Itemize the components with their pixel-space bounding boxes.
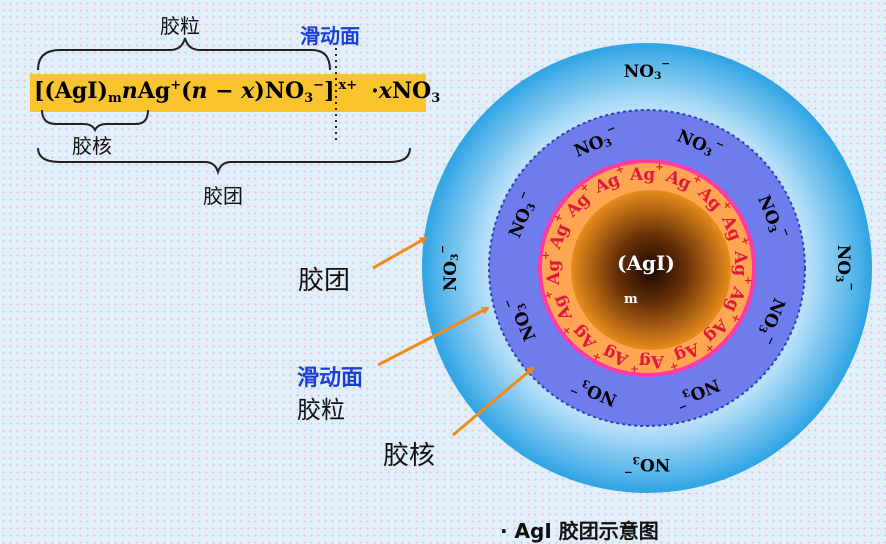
ag-ion: Ag+ [731,250,755,285]
ag-ion: Ag+ [630,352,665,376]
no3-ion: NO3− [624,454,671,478]
label-colloid-particle-top: 胶粒 [160,14,200,38]
label-micelle-side: 胶团 [298,266,351,296]
ag-ion: Ag+ [629,161,664,185]
no3-ion: NO3− [833,245,857,292]
core-label: (AgI) [617,251,675,275]
core-label-sub: m [624,292,638,307]
no3-outer-ring: NO3− NO3− NO3− NO3− [437,58,857,478]
arrows [372,236,535,437]
brace-colloid-particle [37,37,331,71]
formula-background [30,74,426,112]
label-nucleus-side: 胶核 [383,441,436,471]
label-nucleus-top: 胶核 [72,134,112,158]
arrow-micelle [372,236,428,270]
micelle-formula: [(AgI)mnAg+(n − x)NO3−]x+·xNO3 [34,78,441,106]
label-slip-plane-top: 滑动面 [300,24,360,48]
arrow-slip-plane [377,306,490,367]
brace-micelle [37,147,411,176]
caption: · AgI 胶团示意图 [500,519,659,543]
brace-nucleus [41,109,149,133]
agi-core [571,190,731,350]
no3-ion: NO3− [624,58,671,82]
ag-ion: Ag+ [540,251,564,286]
no3-ion: NO3− [437,245,461,292]
label-slip-plane-side: 滑动面 [297,366,364,391]
label-micelle-top: 胶团 [203,184,243,208]
arrow-nucleus [452,366,535,437]
label-colloid-particle-side: 胶粒 [297,396,345,424]
